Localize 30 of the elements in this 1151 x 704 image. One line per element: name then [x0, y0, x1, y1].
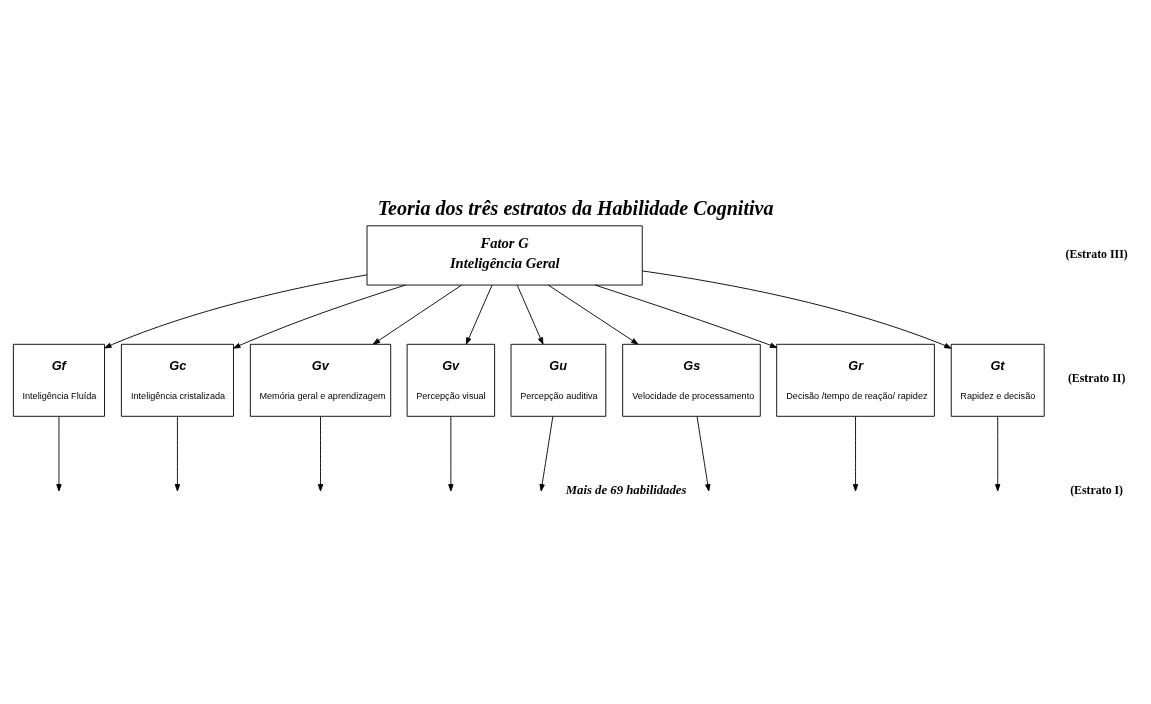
- diagram-title: Teoria dos três estratos da Habilidade Cognitiva: [377, 196, 774, 219]
- arrow: [548, 284, 639, 345]
- arrow: [174, 415, 181, 491]
- node-box: Gr Decisão /tempo de reação/ rapidez: [776, 343, 935, 417]
- arrow: [852, 415, 859, 491]
- label: (Estrato II): [1067, 370, 1126, 385]
- label: (Estrato I): [1070, 482, 1124, 497]
- arrow: [465, 284, 493, 345]
- label: Mais de 69 habilidades: [565, 482, 687, 497]
- arrow: [233, 284, 407, 349]
- arrow: [372, 284, 462, 345]
- arrow: [448, 415, 454, 491]
- node-box: Gu Percepção auditiva: [510, 343, 607, 417]
- arrow: [995, 415, 1001, 491]
- arrow: [104, 273, 368, 348]
- node-box: Gf Inteligência Fluída: [12, 343, 105, 417]
- node-box: Gv Memória geral e aprendizagem: [249, 343, 392, 417]
- node-box: Gs Velocidade de processamento: [622, 343, 761, 417]
- arrow: [696, 415, 711, 491]
- arrow: [56, 415, 62, 491]
- arrow: [317, 415, 324, 491]
- node-box: Gt Rapidez e decisão: [950, 343, 1045, 417]
- node-box: Fator G Inteligência Geral: [366, 224, 643, 285]
- node-box: Gc Inteligência cristalizada: [120, 343, 234, 417]
- label: (Estrato III): [1065, 246, 1128, 261]
- arrow: [539, 415, 554, 491]
- arrow: [516, 284, 544, 345]
- node-box: Gv Percepção visual: [406, 343, 496, 417]
- arrow: [641, 270, 952, 349]
- arrow: [594, 284, 778, 348]
